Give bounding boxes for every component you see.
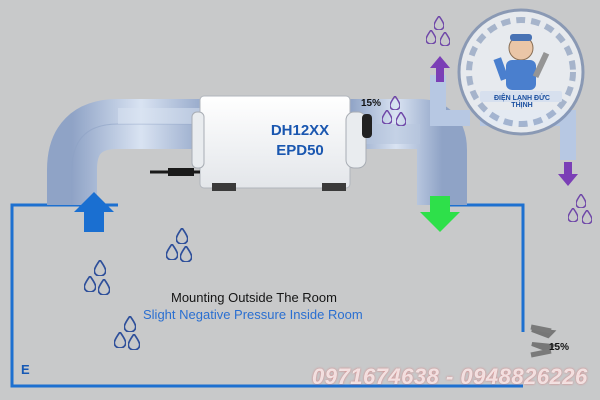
supply-arrow <box>420 196 460 232</box>
intake-arrow <box>74 192 114 232</box>
unit-model-line2: EPD50 <box>276 142 324 159</box>
unit-model-line1: DH12XX <box>270 122 330 139</box>
exhaust-percent-label: 15% <box>361 98 382 109</box>
brand-name: ĐIỆN LẠNH ĐỨC THỊNH <box>494 95 550 109</box>
infiltration-percent-label: 15% <box>549 342 570 353</box>
phone-watermark: 0971674638 - 0948826226 <box>312 364 588 389</box>
indoor-water-drops <box>84 228 192 350</box>
exhaust-arrow-down <box>558 162 578 186</box>
mounting-caption: Mounting Outside The Room <box>171 290 337 305</box>
exhaust-pipe-up <box>430 75 470 126</box>
room-corner-letter: E <box>21 362 30 377</box>
brand-logo <box>457 8 585 136</box>
exhaust-arrow-up <box>430 56 450 82</box>
room-wall-right <box>445 203 525 332</box>
pressure-caption: Slight Negative Pressure Inside Room <box>143 307 363 322</box>
